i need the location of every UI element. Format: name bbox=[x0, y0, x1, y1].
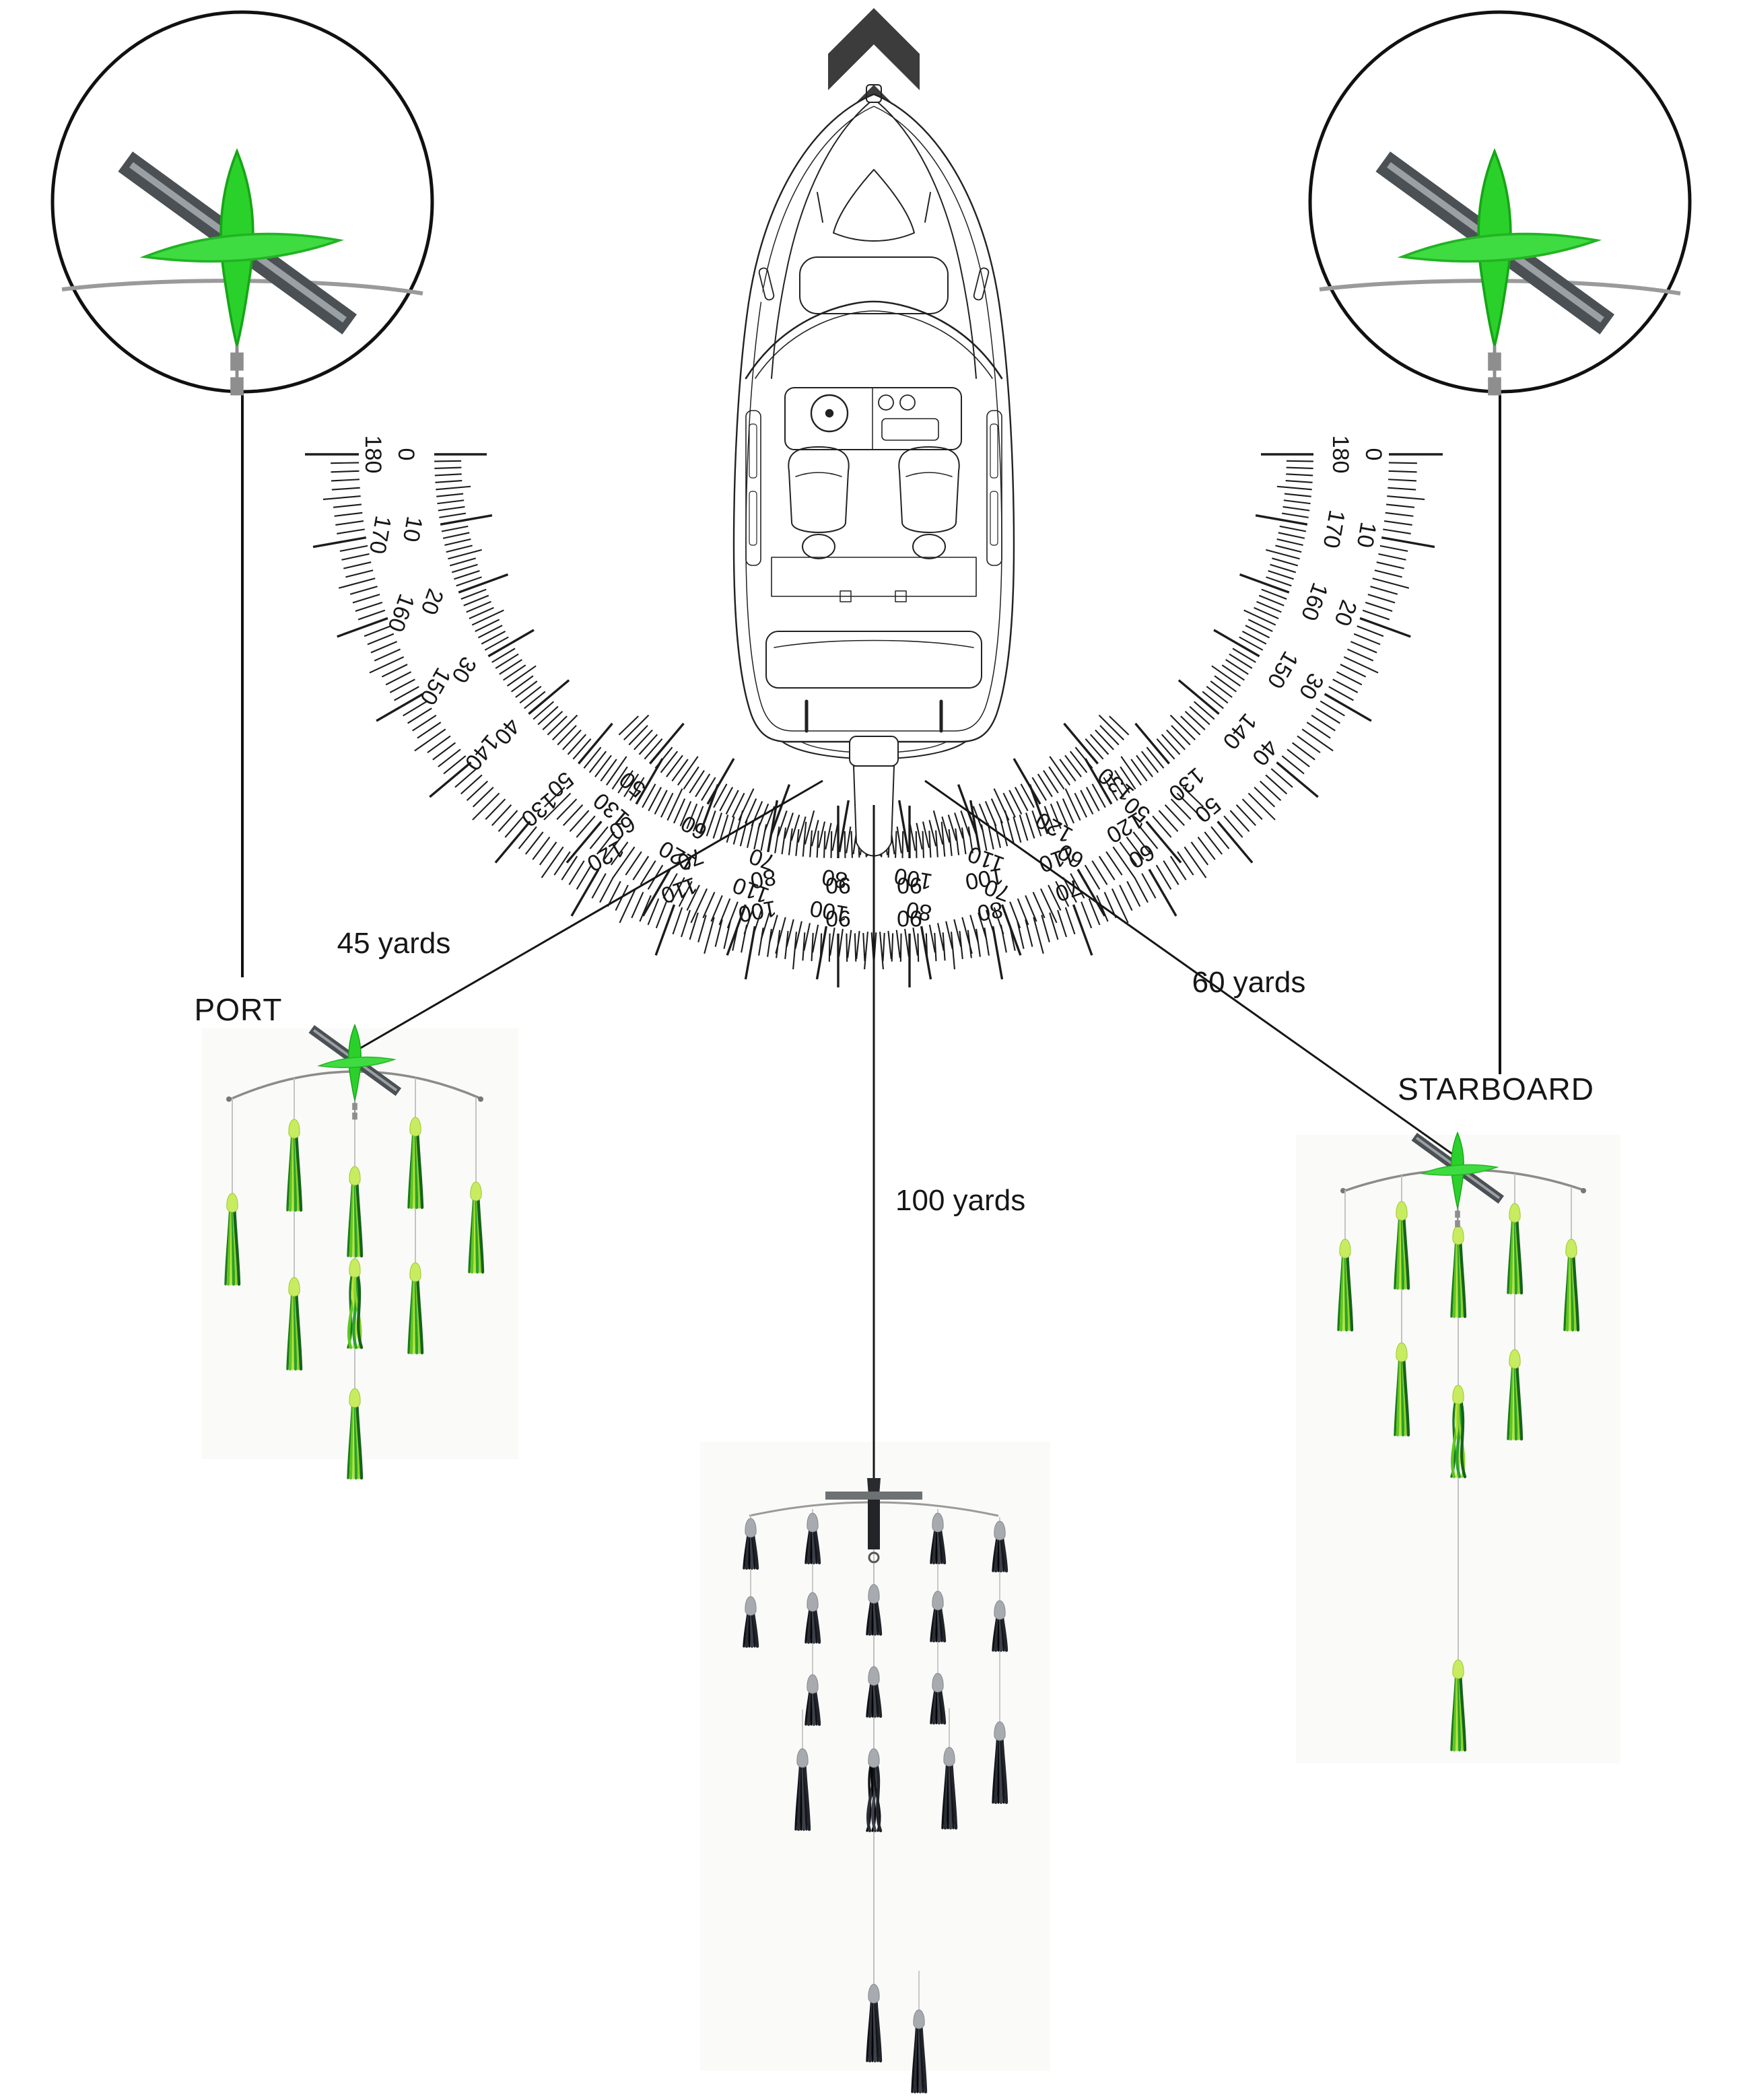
squid-skirt-lure bbox=[992, 1721, 1008, 1805]
protractor-inner-degree: 80 bbox=[749, 864, 778, 893]
fore-hatch-panel bbox=[799, 256, 949, 314]
squid-skirt-lure bbox=[1450, 1385, 1467, 1479]
protractor-inner-degree: 90 bbox=[825, 872, 851, 898]
teaser-detail-insets bbox=[50, 10, 1692, 1074]
deck-vent-starboard bbox=[973, 267, 990, 301]
protractor-inner-degree: 80 bbox=[820, 864, 850, 893]
protractor-inner-degree: 160 bbox=[1296, 580, 1333, 624]
squid-skirt-lure bbox=[743, 1518, 759, 1570]
protractor-outer-degree: 160 bbox=[382, 590, 419, 635]
bow-hatch bbox=[833, 169, 915, 242]
starboard-line bbox=[924, 779, 1458, 1159]
steering-wheel bbox=[810, 394, 849, 433]
squid-skirt-lure bbox=[347, 1258, 364, 1350]
protractor-inner-degree: 170 bbox=[1318, 508, 1350, 550]
spreader-bar-rigs bbox=[224, 1024, 1586, 2094]
squid-skirt-lure bbox=[407, 1262, 424, 1355]
squid-skirt-lure bbox=[930, 1590, 947, 1643]
protractor-outer-degree: 80 bbox=[976, 897, 1005, 926]
bow-rail-port bbox=[771, 102, 870, 379]
protractor-inner-degree: 10 bbox=[398, 514, 427, 544]
starboard-distance-label: 60 yards bbox=[1192, 966, 1306, 999]
squid-skirt-lure bbox=[794, 1748, 811, 1831]
protractor-inner-degree: 20 bbox=[415, 586, 448, 619]
bow-cleat bbox=[866, 84, 882, 103]
starboard-label: STARBOARD bbox=[1398, 1072, 1594, 1107]
squid-skirt-lure bbox=[941, 1747, 958, 1830]
port-line bbox=[354, 779, 823, 1053]
gunwale-tray-port bbox=[745, 410, 761, 566]
squid-skirt-lure bbox=[347, 1388, 364, 1480]
protractor-inner-degree: 50 bbox=[615, 767, 650, 802]
squid-skirt-lure bbox=[930, 1512, 947, 1565]
stern-bench bbox=[765, 631, 982, 689]
squid-skirt-lure bbox=[866, 1748, 883, 1833]
companion-seat bbox=[898, 446, 960, 559]
troll-lines bbox=[354, 779, 1458, 1478]
squid-skirt-lure bbox=[1507, 1203, 1524, 1295]
squid-skirt-lure bbox=[1450, 1659, 1467, 1752]
squid-skirt-lure bbox=[930, 1673, 947, 1725]
squid-skirt-lure bbox=[866, 1984, 883, 2063]
gunwale-line bbox=[745, 106, 1002, 732]
protractor-outer-degree: 100 bbox=[808, 895, 850, 927]
squid-skirt-lure bbox=[286, 1119, 303, 1212]
squid-skirt-lure bbox=[1394, 1201, 1410, 1290]
port-spreader-bar bbox=[224, 1024, 485, 1480]
squid-skirt-lure bbox=[1337, 1238, 1354, 1332]
port-angle-protractor: 5013060120701108010090901008011070120601… bbox=[305, 435, 1204, 987]
squid-skirt-lure bbox=[992, 1600, 1008, 1652]
squid-skirt-lure bbox=[1394, 1342, 1410, 1437]
protractor-outer-degree: 50 bbox=[1190, 792, 1225, 827]
port-label: PORT bbox=[195, 992, 283, 1027]
squid-skirt-lure bbox=[1507, 1349, 1524, 1441]
center-distance-label: 100 yards bbox=[895, 1184, 1025, 1217]
protractor-inner-degree: 90 bbox=[897, 872, 922, 898]
squid-skirt-lure bbox=[992, 1520, 1008, 1573]
protractor-outer-degree: 10 bbox=[1352, 520, 1381, 550]
squid-skirt-lure bbox=[743, 1596, 759, 1648]
starboard-spreader-bar bbox=[1337, 1131, 1586, 1752]
center-spreader-bar bbox=[743, 1478, 1008, 2094]
protractor-outer-degree: 180 bbox=[360, 435, 386, 474]
protractor-outer-degree: 80 bbox=[904, 897, 934, 926]
port-distance-label: 45 yards bbox=[337, 927, 451, 960]
protractor-inner-degree: 180 bbox=[1328, 435, 1353, 474]
squid-skirt-lure bbox=[805, 1674, 821, 1726]
squid-skirt-lure bbox=[805, 1592, 821, 1644]
chevron-up-icon bbox=[828, 8, 920, 90]
protractor-outer-degree: 90 bbox=[825, 905, 851, 931]
helm-seat bbox=[788, 446, 850, 559]
center-bar-keel bbox=[825, 1492, 922, 1500]
squid-skirt-lure bbox=[286, 1277, 303, 1371]
boat-top-view bbox=[732, 84, 1015, 879]
squid-skirt-lure bbox=[866, 1666, 883, 1718]
protractor-outer-degree: 90 bbox=[897, 905, 922, 931]
console bbox=[784, 387, 962, 450]
protractor-outer-degree: 30 bbox=[1294, 669, 1329, 704]
mid-deck-platform bbox=[771, 557, 977, 597]
squid-skirt-lure bbox=[805, 1512, 821, 1565]
squid-skirt-lure bbox=[468, 1181, 485, 1274]
gunwale-tray-starboard bbox=[986, 410, 1002, 566]
protractor-outer-degree: 20 bbox=[1329, 596, 1362, 629]
protractor-inner-degree: 0 bbox=[393, 448, 419, 461]
squid-skirt-lure bbox=[1563, 1238, 1580, 1332]
squid-skirt-lure bbox=[224, 1193, 241, 1286]
protractor-outer-degree: 170 bbox=[364, 514, 396, 555]
squid-skirt-lure bbox=[911, 2009, 928, 2094]
squid-skirt-lure bbox=[347, 1166, 364, 1258]
squid-skirt-lure bbox=[1450, 1225, 1467, 1319]
windshield bbox=[745, 300, 1003, 380]
hull-outline bbox=[732, 93, 1015, 743]
deck-vent-port bbox=[758, 267, 775, 301]
squid-skirt-lure bbox=[866, 1584, 883, 1636]
squid-skirt-lure bbox=[407, 1117, 424, 1210]
protractor-outer-degree: 40 bbox=[1247, 734, 1282, 770]
bow-rail-starboard bbox=[877, 102, 977, 379]
protractor-outer-degree: 0 bbox=[1361, 448, 1386, 461]
